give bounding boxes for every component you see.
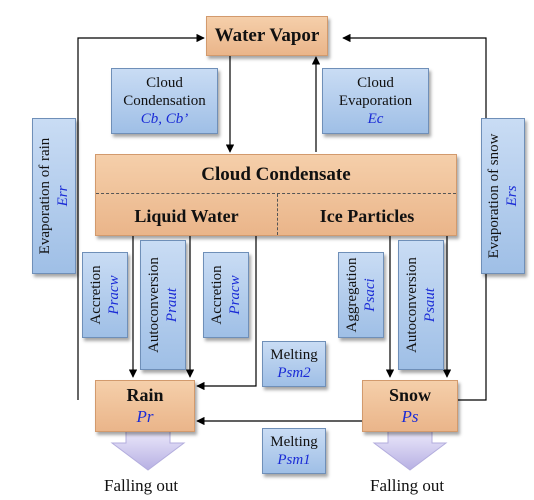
cloud-condensation-box: Cloud Condensation Cb, Cb’	[111, 68, 218, 134]
autoconversion-rain-box: Autoconversion Praut	[140, 240, 186, 370]
evaporation-of-rain-label: Evaporation of rain	[37, 137, 53, 255]
aggregation-label: Aggregation	[344, 257, 360, 333]
aggregation-box: Aggregation Psaci	[338, 252, 384, 338]
cloud-condensate-box: Cloud Condensate Liquid Water Ice Partic…	[95, 154, 457, 236]
accretion-rain-label: Accretion	[88, 265, 104, 325]
accretion-middle-box: Accretion Pracw	[203, 252, 249, 338]
melting-upper-symbol: Psm2	[277, 365, 311, 381]
autoconversion-rain-symbol: Praut	[164, 287, 180, 323]
melting-lower-box: Melting Psm1	[262, 428, 326, 474]
cloud-condensate-label: Cloud Condensate	[201, 164, 351, 185]
cloud-condensation-symbol: Cb, Cb’	[140, 111, 189, 127]
cloud-evaporation-line1: Cloud	[357, 75, 394, 91]
rain-symbol: Pr	[136, 407, 154, 426]
snow-label: Snow	[388, 385, 432, 405]
accretion-middle-label: Accretion	[209, 265, 225, 325]
falling-out-rain-label: Falling out	[104, 476, 179, 495]
rain-box: Rain Pr	[95, 380, 195, 432]
falling-out-snow-arrow	[372, 429, 448, 471]
autoconversion-rain-label: Autoconversion	[146, 257, 162, 353]
melting-lower-label: Melting	[270, 434, 318, 450]
melting-upper-box: Melting Psm2	[262, 341, 326, 387]
cloud-evaporation-box: Cloud Evaporation Ec	[322, 68, 429, 134]
liquid-water-label: Liquid Water	[134, 206, 239, 226]
evaporation-of-rain-symbol: Err	[55, 185, 71, 207]
falling-out-snow-label: Falling out	[370, 476, 445, 495]
cloud-evaporation-line2: Evaporation	[338, 93, 413, 109]
snow-box: Snow Ps	[362, 380, 458, 432]
autoconversion-snow-label: Autoconversion	[404, 257, 420, 353]
arrow-accretion-to-rain	[196, 235, 257, 391]
accretion-rain-box: Accretion Pracw	[82, 252, 128, 338]
melting-lower-symbol: Psm1	[277, 452, 311, 468]
arrow-evaporation-of-rain	[77, 33, 205, 400]
ice-particles-label: Ice Particles	[319, 206, 415, 226]
evaporation-of-snow-label: Evaporation of snow	[486, 133, 502, 259]
evaporation-of-snow-symbol: Ers	[504, 185, 520, 207]
cloud-evaporation-symbol: Ec	[367, 111, 384, 127]
autoconversion-snow-box: Autoconversion Psaut	[398, 240, 444, 370]
accretion-rain-symbol: Pracw	[106, 275, 122, 315]
rain-label: Rain	[126, 385, 164, 405]
cloud-condensation-line2: Condensation	[123, 93, 206, 109]
falling-out-rain-arrow	[110, 429, 186, 471]
condensate-divider	[96, 193, 456, 194]
snow-symbol: Ps	[401, 407, 419, 426]
evaporation-of-snow-box: Evaporation of snow Ers	[481, 118, 525, 274]
phase-divider	[277, 194, 278, 235]
melting-upper-label: Melting	[270, 347, 318, 363]
aggregation-symbol: Psaci	[362, 278, 378, 312]
water-vapor-label: Water Vapor	[214, 25, 320, 46]
accretion-middle-symbol: Pracw	[227, 275, 243, 315]
evaporation-of-rain-box: Evaporation of rain Err	[32, 118, 76, 274]
autoconversion-snow-symbol: Psaut	[422, 287, 438, 323]
cloud-condensation-line1: Cloud	[146, 75, 183, 91]
water-vapor-box: Water Vapor	[206, 16, 328, 56]
